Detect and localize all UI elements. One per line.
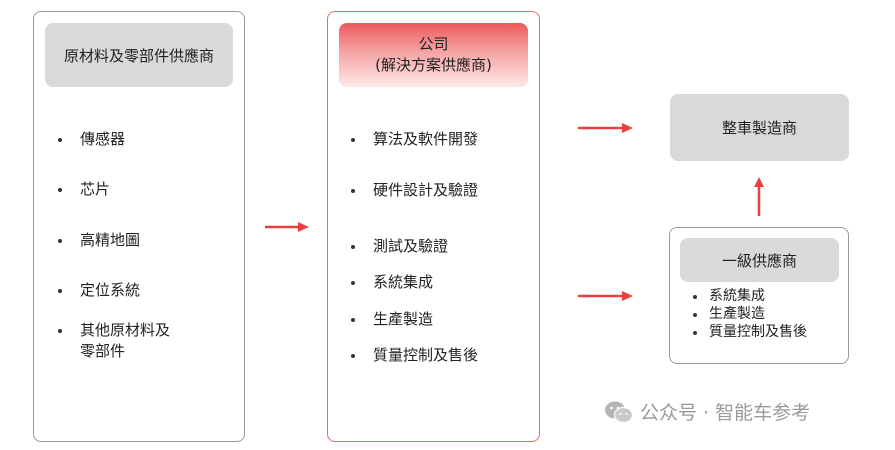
- watermark-text: 公众号 · 智能车参考: [640, 402, 811, 424]
- list-item: 芯片: [58, 179, 110, 200]
- oem-label: 整車製造商: [721, 119, 797, 137]
- tier1-header-label: 一級供應商: [721, 251, 797, 270]
- wechat-icon: [605, 401, 634, 423]
- list-item-continuation: 零部件: [80, 342, 126, 360]
- list-item: 生產製造: [693, 305, 807, 323]
- list-item: 系統集成: [693, 287, 807, 305]
- list-item: 生產製造: [351, 309, 433, 330]
- list-item: 高精地圖: [58, 230, 140, 251]
- list-item: 質量控制及售後: [351, 345, 478, 366]
- list-item: 測試及驗證: [351, 236, 448, 257]
- list-item: 定位系統: [58, 280, 140, 301]
- arrow-suppliers-to-company: [265, 222, 309, 232]
- arrow-company-to-oem: [578, 123, 633, 133]
- company-header: 公司 (解決方案供應商): [339, 23, 528, 87]
- list-item: 算法及軟件開發: [351, 129, 478, 150]
- tier1-list: 系統集成 生產製造 質量控制及售後: [693, 287, 807, 341]
- suppliers-header-label: 原材料及零部件供應商: [63, 46, 214, 65]
- list-item: 硬件設計及驗證: [351, 180, 478, 201]
- company-header-subtitle: (解決方案供應商): [375, 56, 492, 74]
- oem-box: 整車製造商: [670, 94, 849, 161]
- company-header-title: 公司: [418, 35, 449, 53]
- tier1-header: 一級供應商: [680, 238, 839, 282]
- list-item: 質量控制及售後: [693, 323, 807, 341]
- list-item: 其他原材料及: [58, 320, 170, 341]
- watermark: 公众号 · 智能车参考: [604, 398, 810, 425]
- list-item: 傳感器: [58, 129, 125, 150]
- arrow-tier1-to-oem: [754, 177, 764, 216]
- suppliers-header: 原材料及零部件供應商: [45, 23, 233, 87]
- list-item: 系統集成: [351, 272, 433, 293]
- arrow-company-to-tier1: [578, 291, 633, 301]
